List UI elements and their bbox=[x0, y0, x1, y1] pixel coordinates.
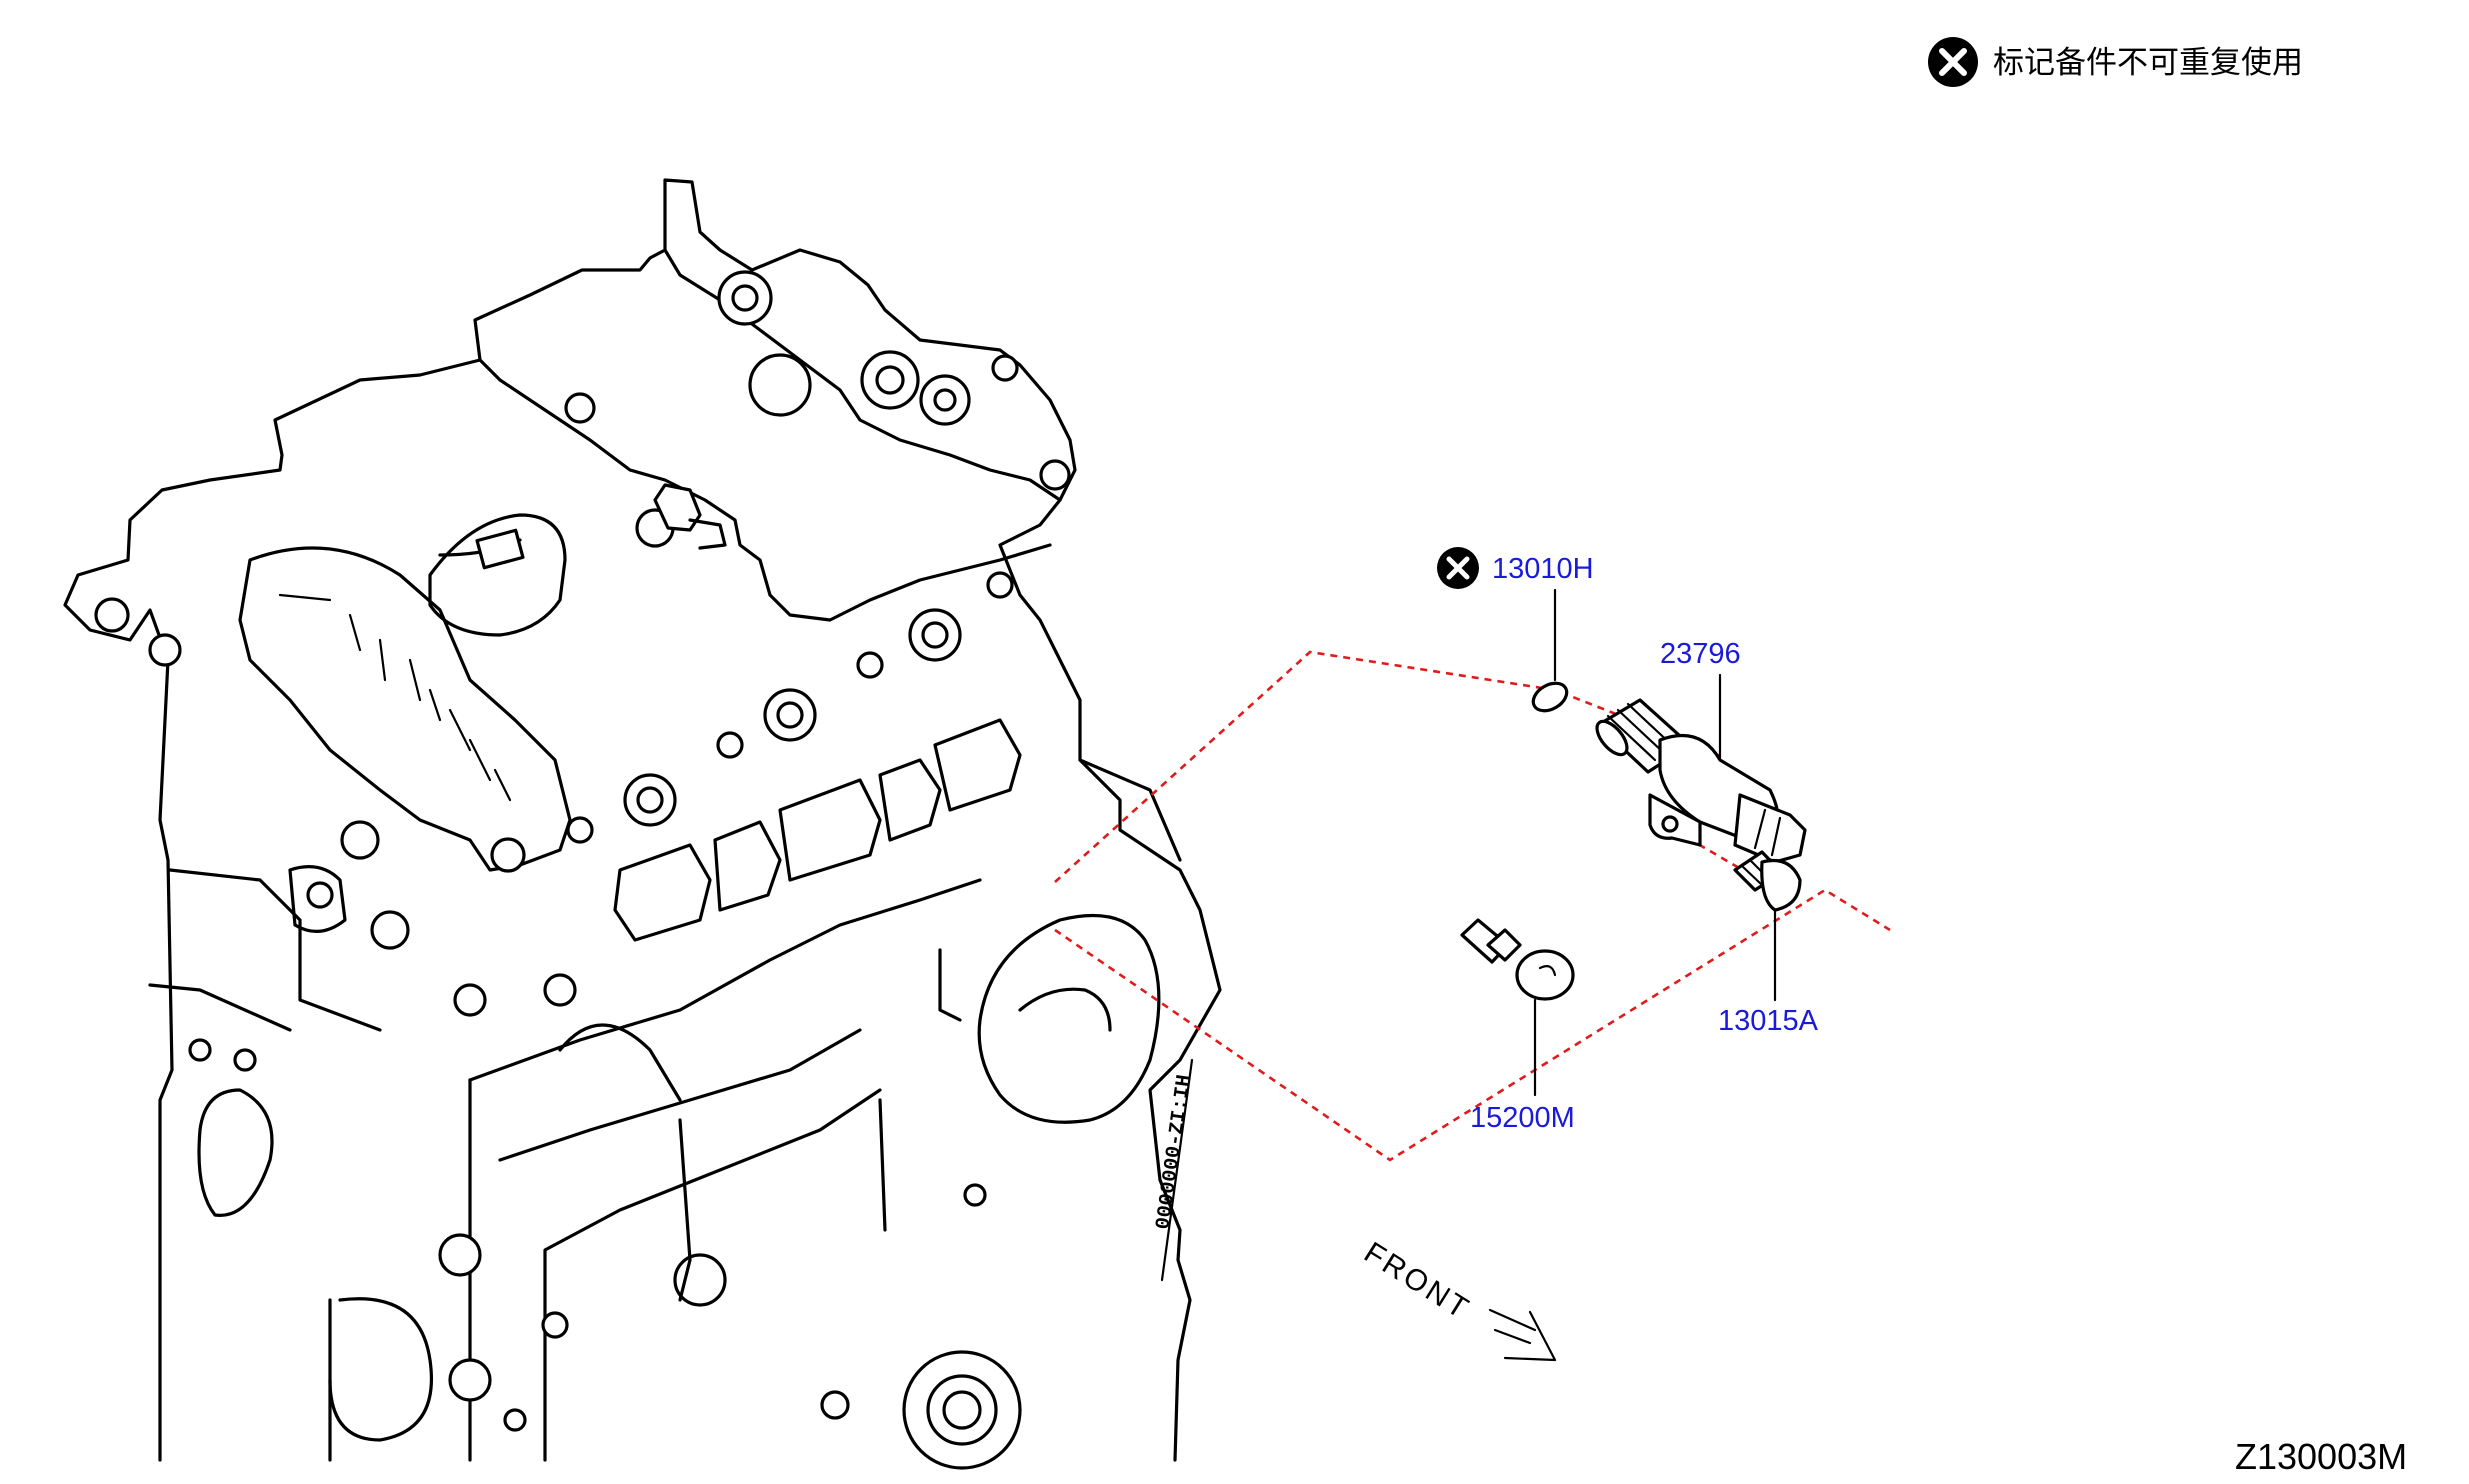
not-reusable-icon bbox=[1437, 547, 1479, 589]
part-label-13010h[interactable]: 13010H bbox=[1492, 553, 1594, 585]
legend: 标记备件不可重复使用 bbox=[1928, 37, 2303, 87]
part-13015a[interactable]: 13015A bbox=[1718, 850, 1819, 1037]
x-in-circle-icon bbox=[1928, 37, 1978, 87]
leader-solenoid bbox=[1054, 650, 1721, 883]
legend-text: 标记备件不可重复使用 bbox=[1993, 45, 2303, 81]
part-label-13015a[interactable]: 13015A bbox=[1718, 1005, 1819, 1037]
engine-block-illustration: 0000000-ZI:IH bbox=[63, 178, 1222, 1470]
svg-text:0000000-ZI:IH: 0000000-ZI:IH bbox=[1152, 1073, 1196, 1231]
front-direction-indicator: FRONT bbox=[1358, 1236, 1557, 1362]
part-23796[interactable]: 23796 bbox=[1591, 638, 1807, 864]
front-label: FRONT bbox=[1358, 1236, 1476, 1327]
diagram-code: Z130003M bbox=[2235, 1436, 2407, 1477]
head-ports bbox=[566, 571, 1022, 942]
front-arrow-icon bbox=[1488, 1308, 1557, 1362]
part-label-15200m[interactable]: 15200M bbox=[1470, 1102, 1575, 1134]
part-13010h[interactable]: 13010H bbox=[1437, 547, 1594, 716]
part-15200m[interactable]: 15200M bbox=[1460, 918, 1575, 1134]
part-label-23796[interactable]: 23796 bbox=[1660, 638, 1741, 670]
